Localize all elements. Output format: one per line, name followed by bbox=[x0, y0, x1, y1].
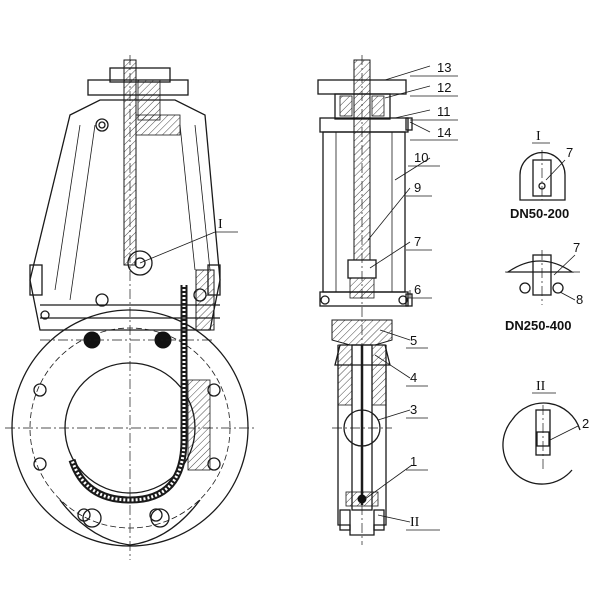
callout-1: 1 bbox=[410, 454, 417, 469]
svg-text:II: II bbox=[536, 379, 546, 394]
detail-I-large-label: DN250-400 bbox=[505, 318, 572, 333]
callout-9: 9 bbox=[414, 180, 421, 195]
detail-I-small-label: DN50-200 bbox=[510, 206, 569, 221]
svg-text:2: 2 bbox=[582, 416, 589, 431]
callout-10: 10 bbox=[414, 150, 428, 165]
callout-5: 5 bbox=[410, 333, 417, 348]
section-marker-I: I bbox=[218, 217, 223, 232]
detail-I-large: 7 8 DN250-400 bbox=[505, 240, 583, 333]
callout-11: 11 bbox=[437, 104, 451, 119]
stem bbox=[353, 59, 371, 261]
svg-text:I: I bbox=[536, 129, 541, 144]
svg-text:8: 8 bbox=[576, 292, 583, 307]
callout-leaders bbox=[364, 65, 458, 531]
callout-13: 13 bbox=[437, 60, 451, 75]
callout-14: 14 bbox=[437, 125, 451, 140]
stem-upper bbox=[123, 59, 137, 266]
detail-I-small: I 7 DN50-200 bbox=[510, 129, 573, 221]
callout-II: II bbox=[410, 515, 420, 530]
callout-7: 7 bbox=[414, 234, 421, 249]
callout-4: 4 bbox=[410, 370, 417, 385]
front-view: I bbox=[5, 55, 255, 560]
callout-6: 6 bbox=[414, 282, 421, 297]
svg-text:7: 7 bbox=[566, 145, 573, 160]
detail-II: II 2 bbox=[502, 379, 589, 485]
bolt-holes bbox=[33, 383, 221, 522]
svg-text:7: 7 bbox=[573, 240, 580, 255]
callout-12: 12 bbox=[437, 80, 451, 95]
side-view bbox=[317, 55, 413, 545]
callout-3: 3 bbox=[410, 402, 417, 417]
